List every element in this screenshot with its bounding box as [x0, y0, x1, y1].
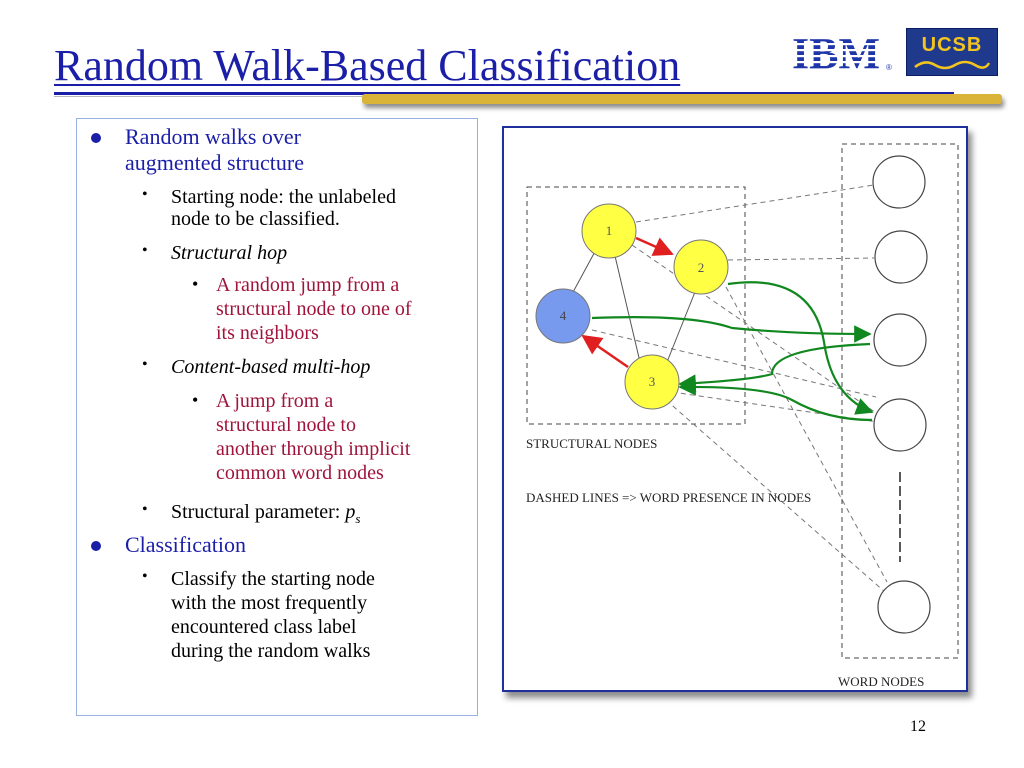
ucsb-logo: UCSB — [906, 28, 998, 76]
diagram-canvas: 1 2 3 4 — [526, 143, 959, 659]
bullet-dot — [91, 541, 101, 551]
bullet-marker: • — [192, 274, 199, 294]
svg-text:2: 2 — [698, 260, 705, 275]
word-nodes-box — [841, 143, 959, 659]
detail-classify-l2: with the most frequently — [171, 592, 368, 614]
sub-bullet-starting-node: Starting node: the unlabeled — [171, 186, 396, 208]
svg-text:1: 1 — [606, 223, 613, 238]
content-hop-arrows — [591, 281, 874, 422]
word-node — [874, 230, 928, 284]
bullet-marker: • — [142, 242, 148, 259]
ibm-logo: IBM ® — [790, 29, 894, 76]
detail-structural-hop-l3: its neighbors — [216, 322, 319, 344]
sub-bullet-structural-parameter: Structural parameter: ps — [171, 501, 360, 527]
detail-classify-l3: encountered class label — [171, 616, 357, 638]
page-number: 12 — [910, 718, 926, 735]
ucsb-logo-text: UCSB — [921, 34, 983, 56]
dashed-lines-label: DASHED LINES => WORD PRESENCE IN NODES — [526, 490, 812, 505]
bullet-marker: • — [142, 501, 148, 518]
detail-structural-hop-l1: A random jump from a — [216, 274, 400, 296]
structural-parameter-label: Structural parameter: — [171, 501, 346, 523]
structural-hop-arrow — [635, 236, 674, 256]
sub-bullet-structural-hop: Structural hop — [171, 242, 288, 264]
word-node — [877, 580, 931, 634]
bullet-marker: • — [142, 356, 148, 373]
structural-edges — [571, 245, 696, 363]
slide-title: Random Walk-Based Classification — [54, 41, 681, 90]
detail-structural-hop-l2: structural node to one of — [216, 298, 412, 320]
bullet-classification: Classification — [125, 532, 246, 557]
word-node — [872, 155, 926, 209]
svg-text:®: ® — [886, 63, 892, 72]
detail-classify-l1: Classify the starting node — [171, 568, 375, 590]
detail-content-hop-l1: A jump from a — [216, 390, 334, 412]
structural-node-3: 3 — [624, 354, 680, 410]
ibm-logo-text: IBM — [792, 29, 880, 76]
bullet-marker: • — [142, 186, 148, 203]
detail-classify-l4: during the random walks — [171, 640, 371, 662]
gold-accent-bar — [362, 94, 1002, 104]
word-node — [873, 313, 927, 367]
svg-text:4: 4 — [560, 308, 567, 323]
bullet-dot — [91, 133, 101, 143]
bullet-marker: • — [142, 568, 148, 585]
sub-bullet-content-multi-hop: Content-based multi-hop — [171, 356, 371, 378]
title-underline-rule — [54, 92, 954, 95]
bullet-text-box — [76, 118, 478, 716]
wave-icon — [914, 60, 991, 70]
structural-parameter-symbol: p — [345, 501, 356, 523]
detail-content-hop-l2: structural node to — [216, 414, 356, 436]
structural-node-4: 4 — [535, 288, 591, 344]
word-nodes-label: WORD NODES — [838, 674, 925, 689]
structural-hop-arrow — [581, 334, 629, 369]
structural-parameter-subscript: s — [355, 511, 361, 526]
bullet-marker: • — [192, 390, 199, 410]
bullet-random-walks: Random walks over — [125, 124, 301, 149]
word-nodes — [872, 155, 931, 634]
structural-nodes-box — [526, 186, 746, 425]
random-walk-diagram: 1 2 3 4 STRUCTURAL NODES DASHED LINES =>… — [502, 126, 968, 692]
detail-content-hop-l4: common word nodes — [216, 462, 384, 484]
svg-text:3: 3 — [649, 374, 656, 389]
detail-content-hop-l3: another through implicit — [216, 438, 411, 460]
bullet-random-walks-cont: augmented structure — [125, 150, 304, 175]
structural-node-1: 1 — [581, 203, 637, 259]
structural-node-2: 2 — [673, 239, 729, 295]
word-node — [873, 398, 927, 452]
structural-nodes-label: STRUCTURAL NODES — [526, 436, 658, 451]
sub-bullet-starting-node-cont: node to be classified. — [171, 208, 340, 230]
